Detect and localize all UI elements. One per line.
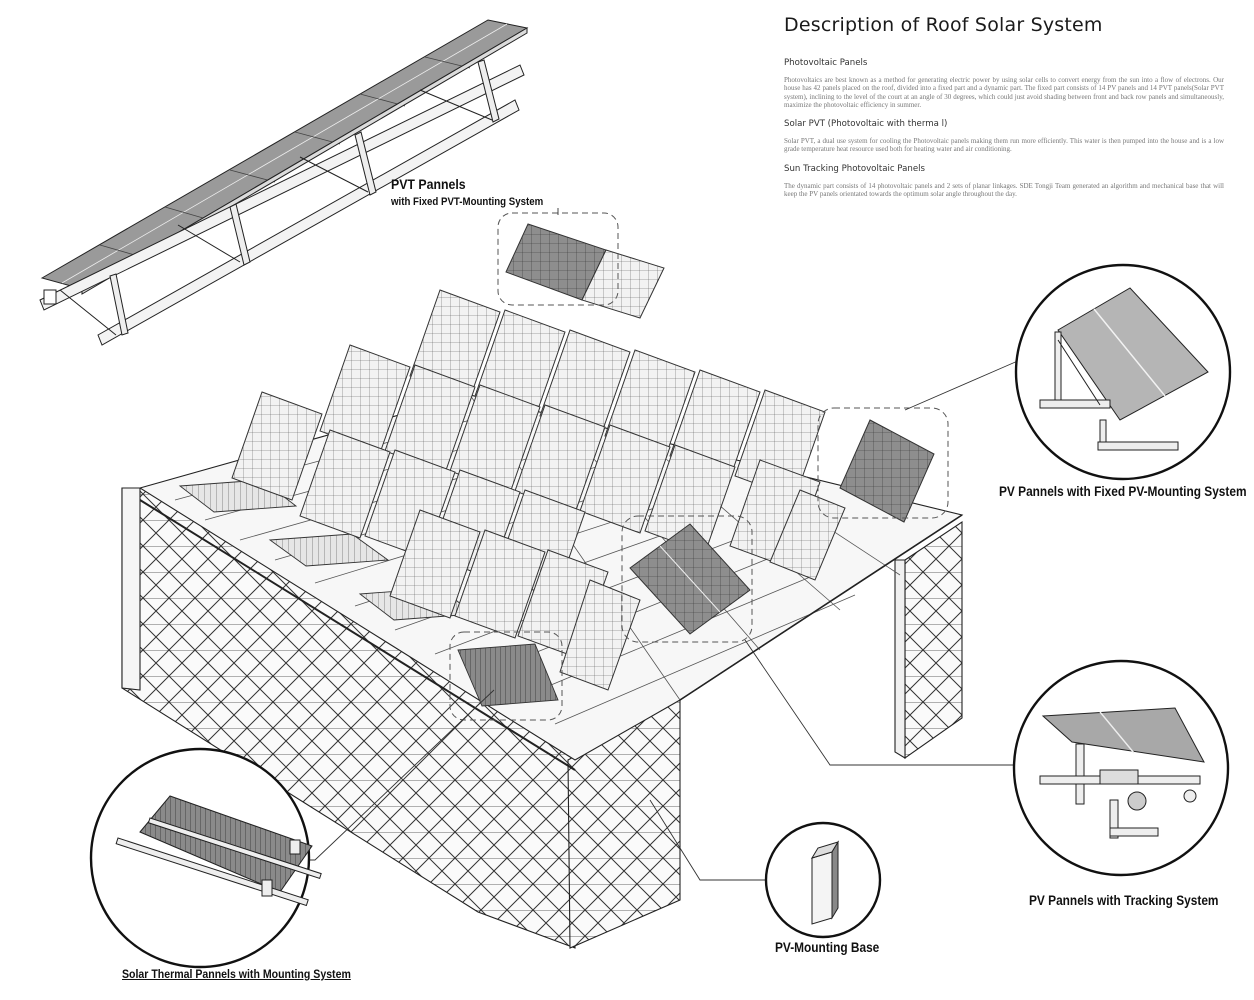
description-panel: Description of Roof Solar System Photovo… (784, 14, 1224, 208)
callout-pv-fixed: PV Pannels with Fixed PV-Mounting System (999, 484, 1247, 499)
detail-circle-fixed-pv (1014, 263, 1232, 481)
section-body-solar-pvt: Solar PVT, a dual use system for cooling… (784, 137, 1224, 154)
callout-pv-tracking: PV Pannels with Tracking System (1029, 893, 1219, 908)
section-body-photovoltaic: Photovoltaics are best known as a method… (784, 76, 1224, 109)
section-body-sun-tracking: The dynamic part consists of 14 photovol… (784, 181, 1224, 199)
section-heading-solar-pvt: Solar PVT (Photovoltaic with therma l) (784, 119, 948, 130)
detail-circle-solar-thermal (89, 747, 322, 969)
callout-solar-thermal: Solar Thermal Pannels with Mounting Syst… (122, 967, 351, 981)
description-title: Description of Roof Solar System (784, 14, 1103, 36)
callout-pvt-panels: PVT Pannels (391, 176, 466, 192)
detail-circle-mounting-base (764, 821, 882, 939)
main-pv-array (231, 223, 935, 691)
callout-pvt-mounting: with Fixed PVT-Mounting System (391, 196, 544, 208)
pvt-array-detail (39, 19, 529, 346)
callout-pv-mounting-base: PV-Mounting Base (775, 940, 880, 955)
section-heading-photovoltaic: Photovoltaic Panels (784, 58, 868, 68)
highlight-frames (449, 212, 949, 721)
detail-circle-tracking (1012, 659, 1230, 877)
section-heading-sun-tracking: Sun Tracking Photovoltaic Panels (784, 163, 925, 174)
